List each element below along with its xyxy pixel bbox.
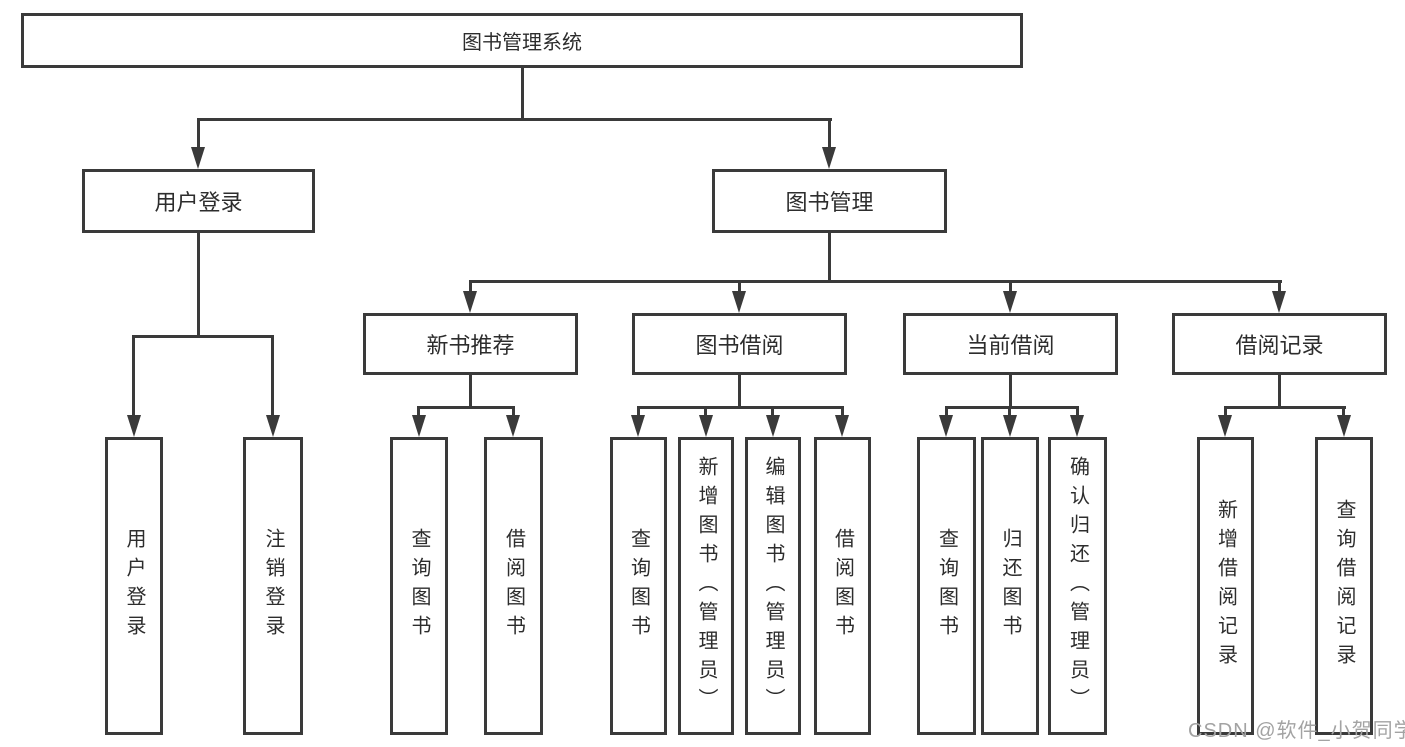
node-borrowing-records: 借阅记录 [1172,313,1387,375]
leaf-confirm-return-admin: 确认归还（管理员） [1048,437,1107,735]
csdn-watermark: CSDN @软件_小贺同学 [1188,720,1405,742]
node-book-borrowing: 图书借阅 [632,313,847,375]
leaf-add-borrowing-record: 新增借阅记录 [1197,437,1254,735]
connector-records-rail [1224,406,1346,409]
connector-user-login-rail [132,335,274,338]
node-user-login: 用户登录 [82,169,315,233]
connector-to-leaf-add-record [1224,406,1227,417]
leaf-query-books-current-label: 查询图书 [935,528,958,644]
node-book-management: 图书管理 [712,169,947,233]
connector-root-trunk [521,68,524,121]
connector-to-leaf-logout [271,335,274,417]
connector-to-new-book-recommendation [469,280,472,296]
connector-borrowing-rail [637,406,844,409]
arrowhead-leaf-borrow-books [835,415,849,437]
connector-to-current-borrowing [1009,280,1012,296]
arrowhead-leaf-add-books [699,415,713,437]
leaf-edit-books-admin: 编辑图书（管理员） [745,437,801,735]
leaf-query-books-recommend-label: 查询图书 [408,528,430,644]
leaf-return-books-label: 归还图书 [999,528,1021,644]
connector-user-login-trunk [197,233,200,337]
leaf-query-books-recommend: 查询图书 [390,437,448,735]
leaf-query-books-current: 查询图书 [917,437,976,735]
leaf-query-borrowing-record-label: 查询借阅记录 [1333,499,1355,673]
connector-book-management-rail [469,280,1282,283]
leaf-confirm-return-admin-label: 确认归还（管理员） [1066,455,1089,717]
leaf-edit-books-admin-label: 编辑图书（管理员） [762,455,784,717]
arrowhead-leaf-query-recommend [412,415,426,437]
leaf-user-login: 用户登录 [105,437,163,735]
arrowhead-user-login [191,147,205,169]
connector-records-trunk [1278,375,1281,406]
connector-book-management-trunk [828,233,831,282]
leaf-borrow-books-recommend: 借阅图书 [484,437,543,735]
leaf-query-books-borrowing-label: 查询图书 [627,528,650,644]
leaf-query-books-borrowing: 查询图书 [610,437,667,735]
connector-to-book-borrowing [738,280,741,296]
node-current-borrowing: 当前借阅 [903,313,1118,375]
arrowhead-leaf-query-borrowing [631,415,645,437]
leaf-return-books: 归还图书 [981,437,1039,735]
arrowhead-leaf-confirm-return [1070,415,1084,437]
leaf-borrow-books-label: 借阅图书 [831,528,854,644]
leaf-add-borrowing-record-label: 新增借阅记录 [1214,499,1237,673]
connector-root-rail [197,118,832,121]
arrowhead-leaf-borrow-recommend [506,415,520,437]
connector-to-leaf-borrow-books [841,406,844,417]
connector-to-leaf-query-borrowing [637,406,640,417]
arrowhead-leaf-edit-books [766,415,780,437]
arrowhead-leaf-logout [266,415,280,437]
connector-to-leaf-query-recommend [417,406,420,417]
leaf-query-borrowing-record: 查询借阅记录 [1315,437,1373,735]
connector-to-borrowing-records [1278,280,1281,296]
connector-recommendation-trunk [469,375,472,406]
connector-recommendation-rail [417,406,515,409]
arrowhead-book-borrowing [732,291,746,313]
connector-to-book-management [828,118,831,150]
arrowhead-book-management [822,147,836,169]
leaf-add-books-admin: 新增图书（管理员） [678,437,734,735]
leaf-borrow-books-recommend-label: 借阅图书 [502,528,525,644]
arrowhead-leaf-return-books [1003,415,1017,437]
leaf-user-login-label: 用户登录 [123,528,145,644]
arrowhead-leaf-user-login [127,415,141,437]
node-new-book-recommendation: 新书推荐 [363,313,578,375]
connector-to-leaf-add-books [704,406,707,417]
leaf-borrow-books: 借阅图书 [814,437,871,735]
leaf-logout: 注销登录 [243,437,303,735]
connector-to-leaf-confirm-return [1076,406,1079,417]
leaf-add-books-admin-label: 新增图书（管理员） [695,455,717,717]
connector-to-user-login [197,118,200,150]
arrowhead-leaf-add-record [1218,415,1232,437]
leaf-logout-label: 注销登录 [262,528,284,644]
connector-borrowing-trunk [738,375,741,406]
connector-to-leaf-edit-books [771,406,774,417]
arrowhead-leaf-query-record [1337,415,1351,437]
arrowhead-borrowing-records [1272,291,1286,313]
connector-to-leaf-query-current [945,406,948,417]
connector-current-trunk [1009,375,1012,406]
node-library-management-system: 图书管理系统 [21,13,1023,68]
connector-current-rail [945,406,1079,409]
arrowhead-current-borrowing [1003,291,1017,313]
connector-to-leaf-borrow-recommend [512,406,515,417]
connector-to-leaf-return-books [1008,406,1011,417]
connector-to-leaf-query-record [1342,406,1345,417]
arrowhead-new-book-recommendation [463,291,477,313]
connector-to-leaf-user-login [132,335,135,417]
arrowhead-leaf-query-current [939,415,953,437]
